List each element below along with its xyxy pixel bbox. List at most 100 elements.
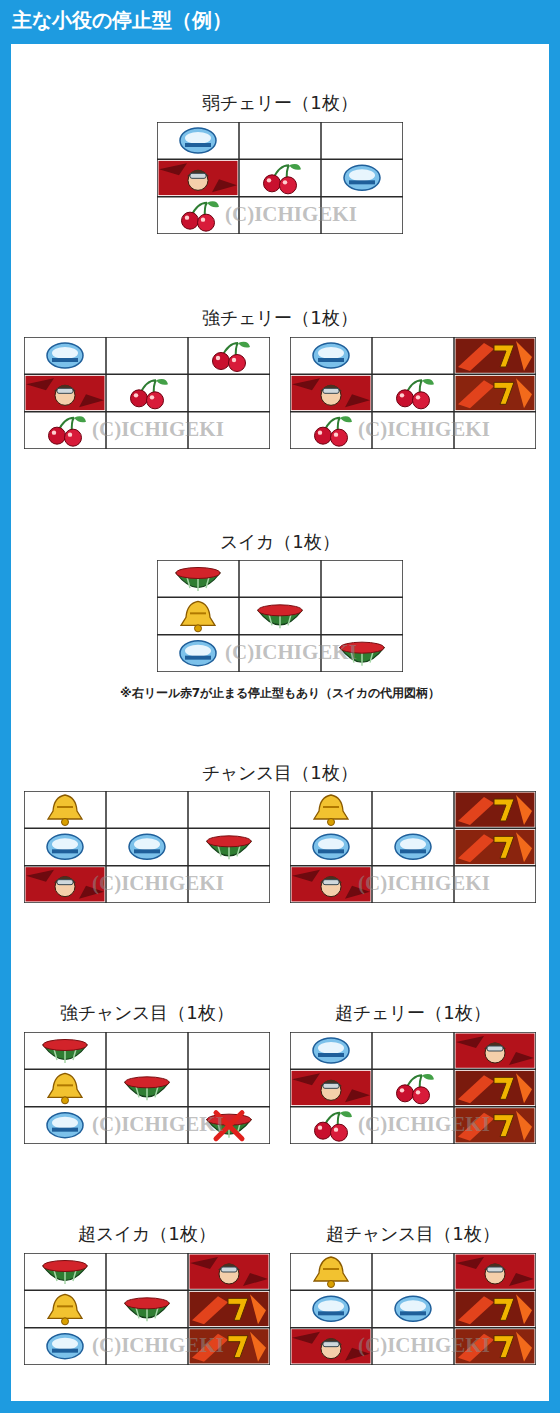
cell-ground	[321, 560, 403, 597]
cell-line	[290, 1106, 536, 1108]
cell-ground	[290, 791, 372, 828]
pilot-goggles	[323, 880, 339, 885]
pilot-goggles	[221, 1267, 237, 1272]
cell-line	[24, 902, 270, 903]
reel-cell	[188, 791, 270, 828]
pilot-goggles	[190, 173, 206, 178]
reel-grid: (C)ICHIGEKI	[290, 791, 536, 903]
cell-ground	[188, 1290, 270, 1327]
cell-ground	[454, 1032, 536, 1069]
cell-line	[157, 597, 403, 599]
cell-line	[24, 1143, 270, 1144]
cell-line	[24, 1253, 25, 1365]
blue-symbol-shine	[318, 1300, 344, 1312]
blue-symbol	[47, 1113, 83, 1138]
cell-line	[24, 448, 270, 449]
cherry-fruit	[331, 1124, 348, 1141]
cherry-shine	[201, 217, 205, 221]
cherry-fruit	[315, 1122, 332, 1139]
cell-ground	[321, 597, 403, 634]
cell-ground	[188, 337, 270, 374]
reel-cell	[454, 828, 536, 865]
reel-cell	[372, 828, 454, 865]
red7-mark	[494, 382, 514, 404]
bell-clapper	[62, 1097, 69, 1104]
blue-symbol-band	[318, 358, 344, 362]
red7-flame	[516, 1111, 532, 1141]
cherry-leaf	[289, 164, 301, 170]
watermark: (C)ICHIGEKI	[92, 869, 224, 897]
reel-cell	[188, 1032, 270, 1069]
red7-flame	[250, 1294, 266, 1324]
pilot-goggles	[323, 388, 339, 393]
red7-flame	[516, 1294, 532, 1324]
cell-ground	[321, 159, 403, 196]
red7-flame	[516, 1073, 532, 1103]
red7-mark	[494, 1298, 514, 1320]
pilot-wing	[159, 163, 237, 192]
blue-symbol-shine	[400, 838, 426, 850]
red7-mark	[494, 345, 514, 367]
cell-ground	[239, 560, 321, 597]
cherry-shine	[400, 1088, 404, 1092]
watermark: (C)ICHIGEKI	[92, 1110, 224, 1138]
cell-ground	[188, 374, 270, 411]
cell-ground	[239, 122, 321, 159]
cell-ground	[372, 1290, 454, 1327]
pilot-wing	[292, 378, 370, 407]
suika-flesh	[176, 568, 220, 579]
cherry-fruit	[182, 212, 199, 229]
bell-symbol	[48, 795, 82, 819]
cell-line	[157, 560, 403, 561]
suika-flesh	[125, 1298, 169, 1309]
blue-symbol	[313, 834, 349, 859]
reel-cell	[372, 1069, 454, 1106]
reel-cell	[290, 1069, 372, 1106]
blue-symbol-shine	[52, 347, 78, 359]
red7-ground	[190, 1292, 269, 1326]
suika-flesh	[125, 1077, 169, 1088]
red7-ground	[456, 376, 535, 410]
cell-ground	[24, 791, 106, 828]
cherry-fruit	[49, 427, 66, 444]
cell-line	[157, 196, 403, 198]
reel-cell	[454, 374, 536, 411]
reel-cell	[372, 337, 454, 374]
reel-cell	[188, 1253, 270, 1290]
cell-ground	[157, 159, 239, 196]
cherry-leaf	[422, 1074, 434, 1080]
cherry-shine	[416, 1090, 420, 1094]
cell-line	[290, 791, 291, 903]
cell-line	[402, 122, 403, 234]
pilot-face	[219, 1264, 239, 1284]
cherry-leaf	[340, 1111, 352, 1117]
reel-cell	[321, 122, 403, 159]
cell-line	[157, 122, 403, 123]
pilot-goggles	[57, 388, 73, 393]
cell-ground	[290, 337, 372, 374]
blue-symbol-band	[318, 1053, 344, 1057]
cell-line	[290, 411, 536, 413]
red7-ground	[456, 830, 535, 864]
reel-cell	[372, 1032, 454, 1069]
red7-mark	[494, 799, 514, 821]
cherry-shine	[216, 356, 220, 360]
cell-ground	[106, 1032, 188, 1069]
cell-ground	[106, 337, 188, 374]
reel-cell	[372, 791, 454, 828]
blue-symbol-band	[318, 849, 344, 853]
reel-cell	[188, 1290, 270, 1327]
suika-stripe	[54, 1270, 76, 1284]
cell-ground	[372, 374, 454, 411]
cell-ground	[372, 828, 454, 865]
reel-grid: (C)ICHIGEKI	[290, 337, 536, 449]
reel-cell	[188, 337, 270, 374]
reel-cell	[106, 1290, 188, 1327]
page-title: 主な小役の停止型（例）	[12, 7, 232, 33]
cell-line	[157, 159, 403, 161]
pilot-ground	[456, 1034, 535, 1068]
watermark: (C)ICHIGEKI	[92, 415, 224, 443]
cherry-fruit	[397, 390, 414, 407]
blue-symbol-shine	[318, 838, 344, 850]
cell-ground	[157, 597, 239, 634]
